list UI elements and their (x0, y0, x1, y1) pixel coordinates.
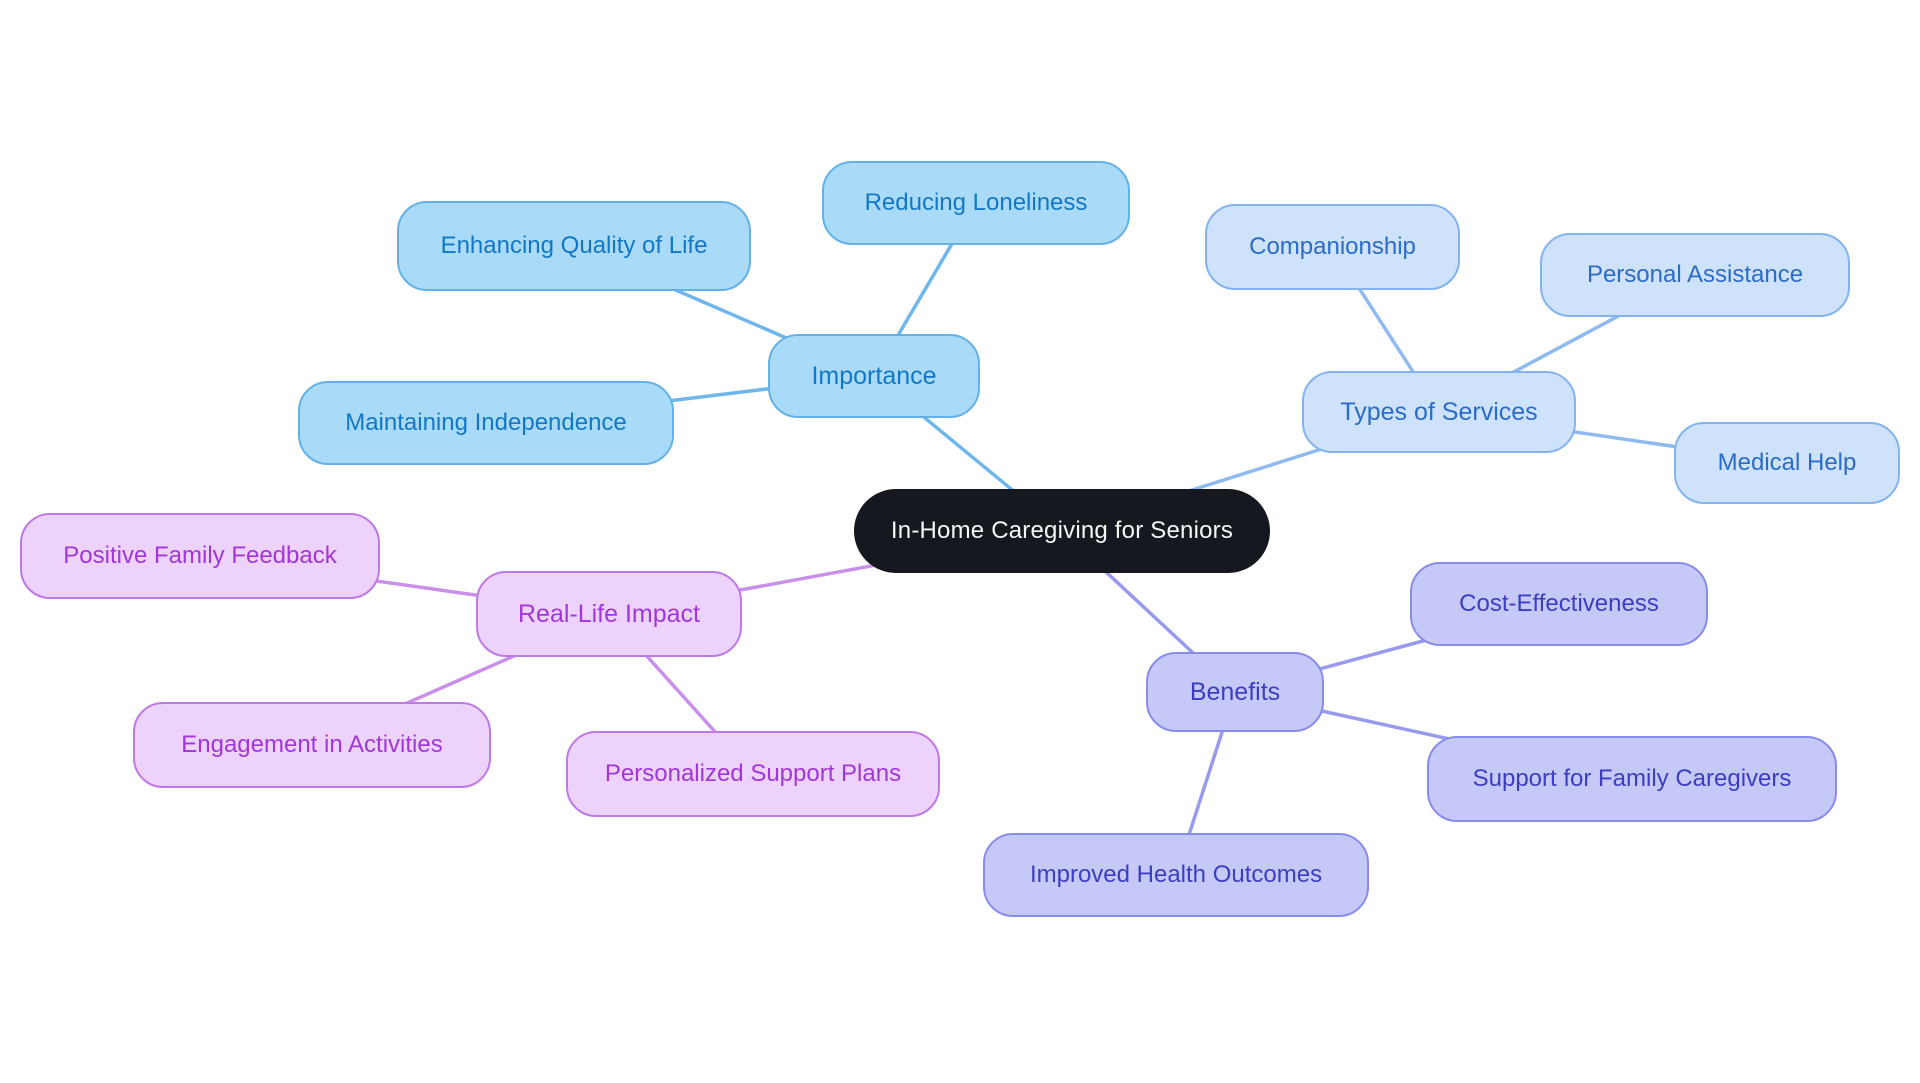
node-real-life-impact[interactable]: Real-Life Impact (476, 571, 742, 657)
node-companionship-label: Companionship (1249, 233, 1416, 261)
node-types-of-services[interactable]: Types of Services (1302, 371, 1576, 453)
node-engagement-in-activities[interactable]: Engagement in Activities (133, 702, 491, 788)
node-real-life-impact-label: Real-Life Impact (517, 599, 701, 628)
node-benefits[interactable]: Benefits (1146, 652, 1324, 732)
node-personalized-support-plans-label: Personalized Support Plans (604, 760, 902, 788)
node-positive-family-feedback[interactable]: Positive Family Feedback (20, 513, 380, 599)
node-reducing-loneliness[interactable]: Reducing Loneliness (822, 161, 1130, 245)
node-cost-effectiveness[interactable]: Cost-Effectiveness (1410, 562, 1708, 646)
node-maintaining-independence-label: Maintaining Independence (345, 409, 627, 437)
node-companionship[interactable]: Companionship (1205, 204, 1460, 290)
node-enhancing-quality-of-life-label: Enhancing Quality of Life (440, 232, 708, 260)
node-personal-assistance-label: Personal Assistance (1586, 261, 1804, 289)
node-cost-effectiveness-label: Cost-Effectiveness (1459, 590, 1659, 618)
node-maintaining-independence[interactable]: Maintaining Independence (298, 381, 674, 465)
node-improved-health-outcomes-label: Improved Health Outcomes (1029, 861, 1323, 889)
node-reducing-loneliness-label: Reducing Loneliness (864, 189, 1088, 217)
node-center-label: In-Home Caregiving for Seniors (890, 517, 1234, 545)
node-personal-assistance[interactable]: Personal Assistance (1540, 233, 1850, 317)
node-importance-label: Importance (811, 361, 937, 390)
node-positive-family-feedback-label: Positive Family Feedback (63, 542, 337, 570)
node-improved-health-outcomes[interactable]: Improved Health Outcomes (983, 833, 1369, 917)
node-engagement-in-activities-label: Engagement in Activities (181, 731, 443, 759)
node-benefits-label: Benefits (1189, 677, 1281, 706)
node-medical-help[interactable]: Medical Help (1674, 422, 1900, 504)
node-personalized-support-plans[interactable]: Personalized Support Plans (566, 731, 940, 817)
node-support-for-family-caregivers[interactable]: Support for Family Caregivers (1427, 736, 1837, 822)
node-support-for-family-caregivers-label: Support for Family Caregivers (1472, 765, 1792, 793)
node-medical-help-label: Medical Help (1717, 449, 1857, 477)
node-importance[interactable]: Importance (768, 334, 980, 418)
node-center[interactable]: In-Home Caregiving for Seniors (854, 489, 1270, 573)
node-enhancing-quality-of-life[interactable]: Enhancing Quality of Life (397, 201, 751, 291)
node-types-of-services-label: Types of Services (1340, 397, 1538, 426)
